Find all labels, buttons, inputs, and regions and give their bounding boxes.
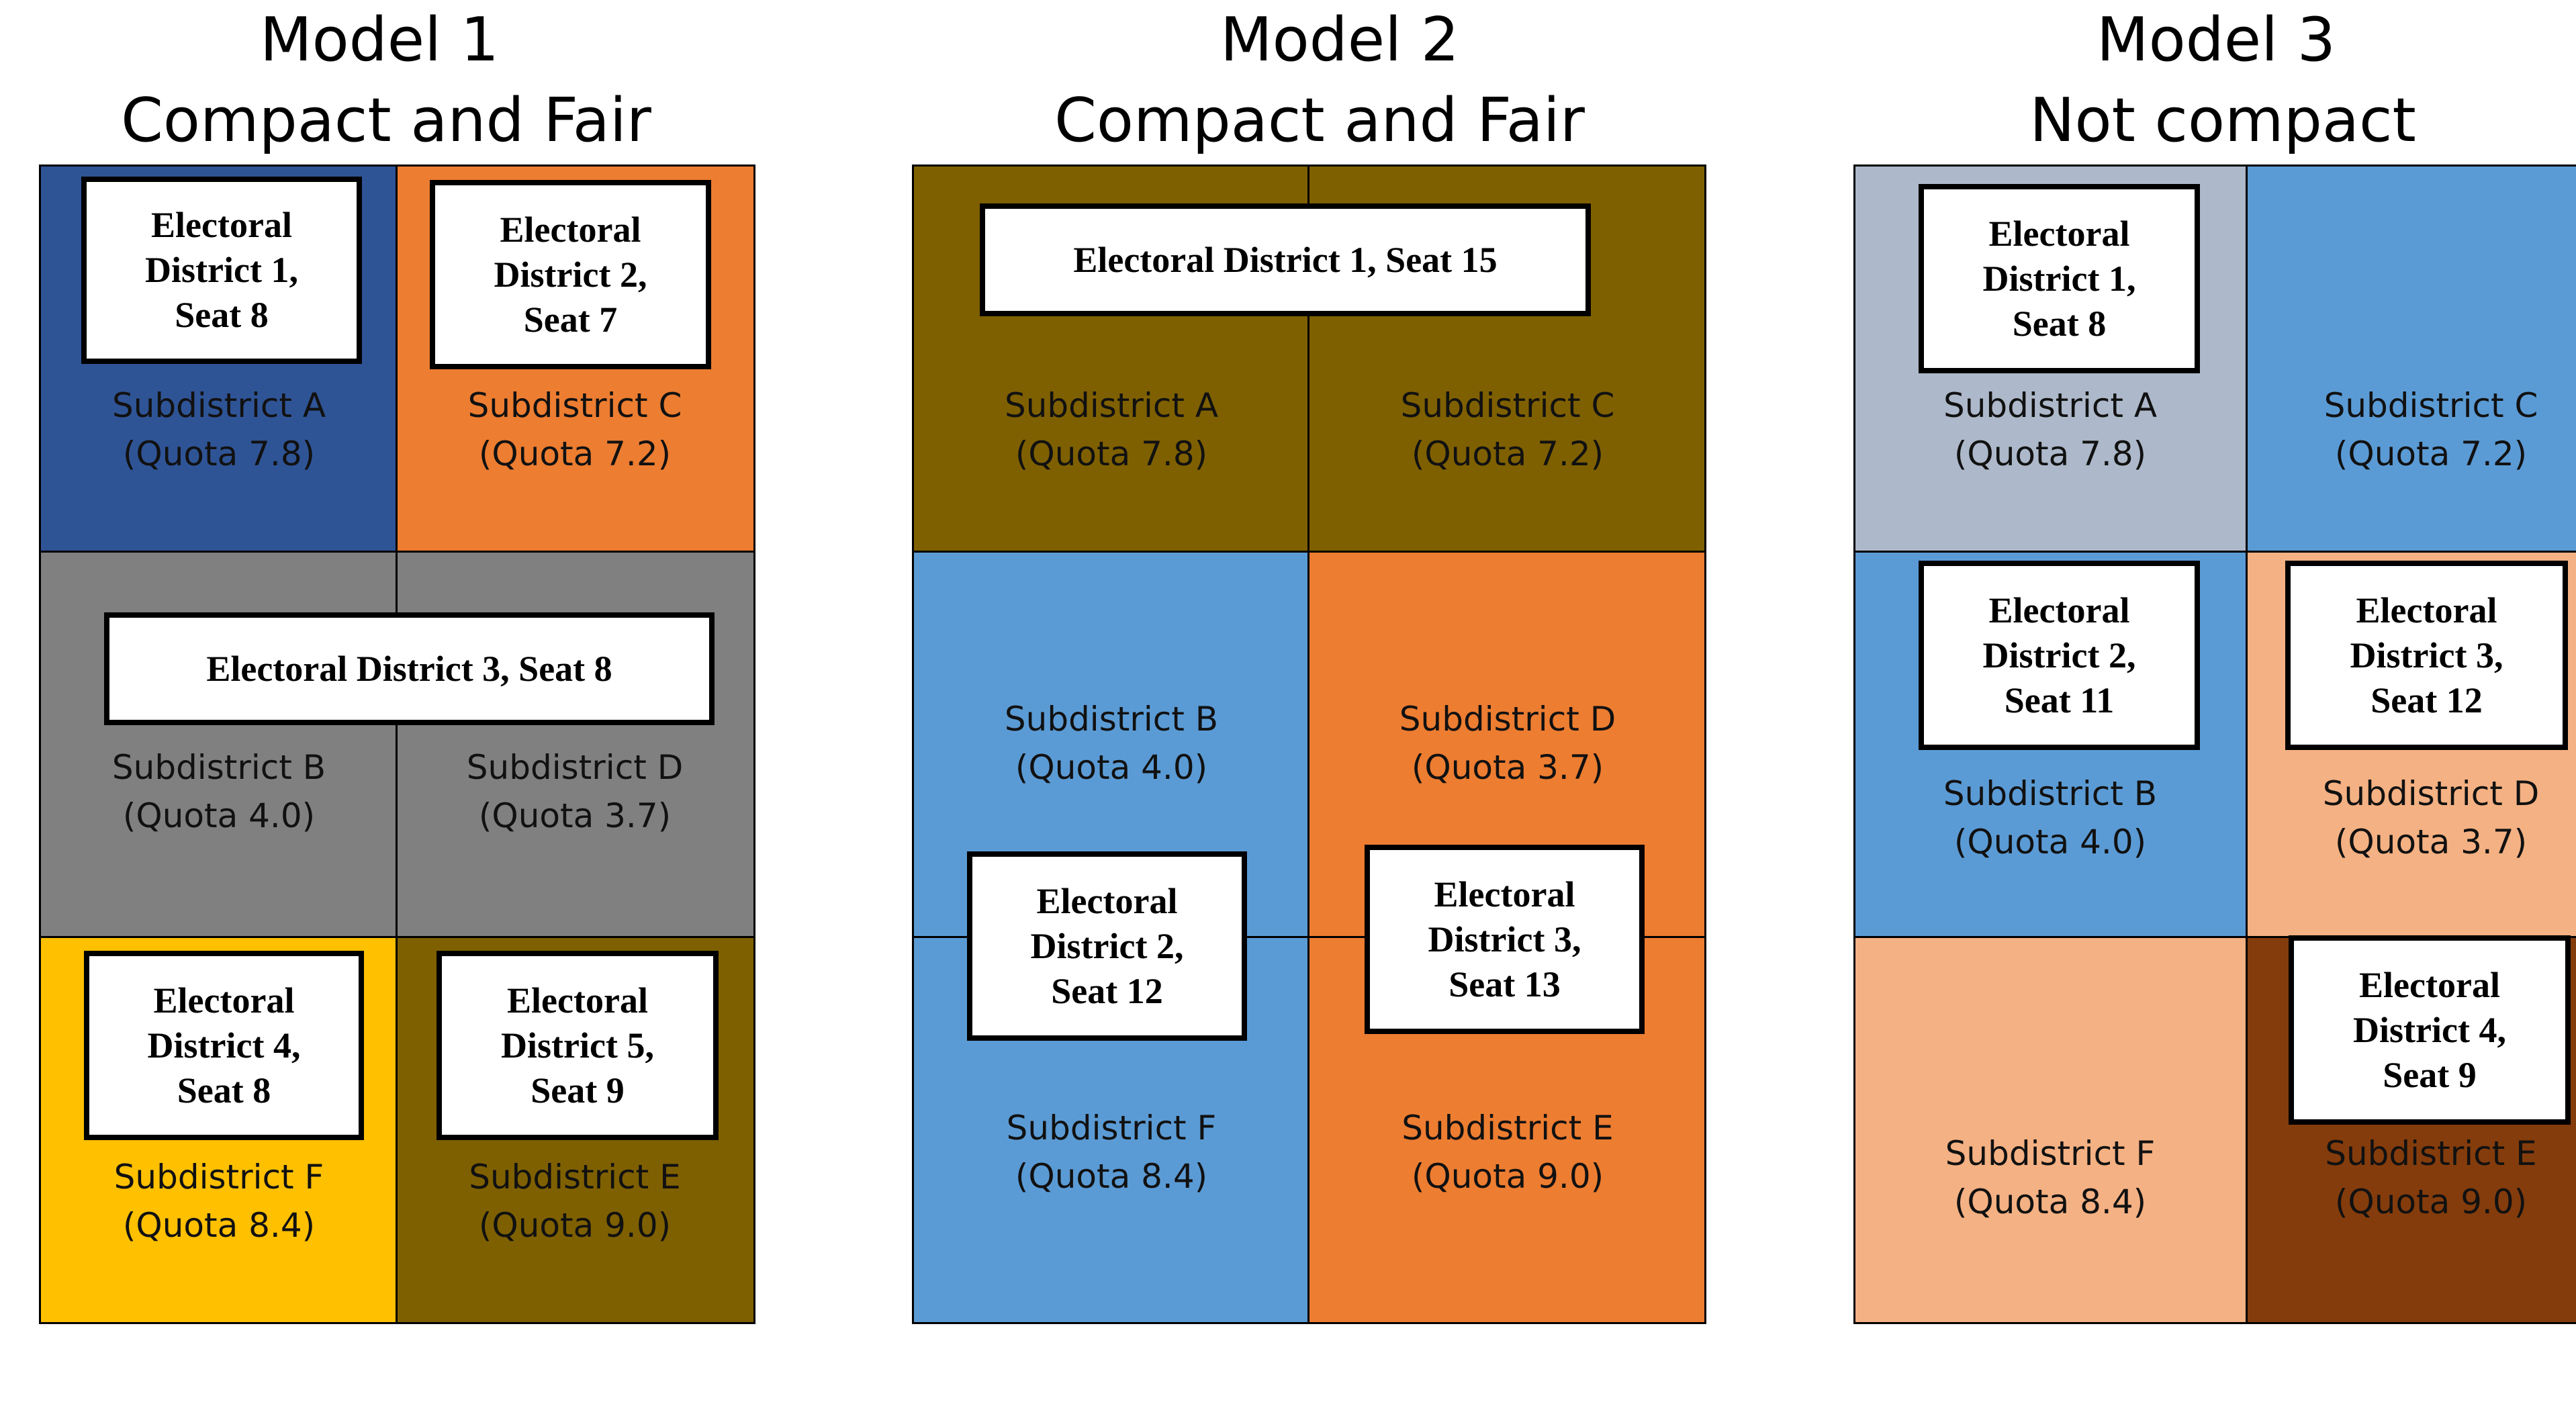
model-3-subdistrict-d-label: Subdistrict D(Quota 3.7) (2322, 774, 2540, 861)
model-1-subdistrict-f-label: Subdistrict F(Quota 8.4) (113, 1158, 324, 1245)
model-3-divider-v (2246, 167, 2248, 1322)
model-3-cell-f (1855, 937, 2247, 1322)
model-1-subdistrict-d-label: Subdistrict D(Quota 3.7) (466, 748, 684, 835)
model-3-subdistrict-b-label: Subdistrict B(Quota 4.0) (1943, 774, 2158, 861)
model-1-name: Model 1 (259, 5, 500, 75)
model-3-subdistrict-c-label: Subdistrict C(Quota 7.2) (2324, 386, 2538, 473)
model-1-subdistrict-e-label: Subdistrict E(Quota 9.0) (469, 1158, 681, 1245)
model-2-divider-h1 (914, 551, 1704, 553)
model-2-subdistrict-c-label: Subdistrict C(Quota 7.2) (1400, 386, 1615, 473)
model-1-title: Model 1 Compact and Fair (40, 0, 719, 161)
model-2-divider-h2 (914, 936, 1704, 938)
model-1-subdistrict-a-label: Subdistrict A(Quota 7.8) (111, 386, 326, 473)
model-2-map: Subdistrict A(Quota 7.8) Subdistrict C(Q… (912, 165, 1706, 1324)
model-3-cell-c (2247, 167, 2576, 552)
model-3-divider-h2 (1855, 936, 2576, 938)
model-1-subdistrict-b-label: Subdistrict B(Quota 4.0) (111, 748, 326, 835)
model-1-subtitle: Compact and Fair (121, 85, 651, 156)
model-1-divider-h1 (41, 551, 753, 553)
model-3-name: Model 3 (2096, 5, 2336, 75)
model-3-title: Model 3 Not compact (1874, 0, 2572, 161)
model-1-divider-h2 (41, 936, 753, 938)
model-2-subdistrict-e-label: Subdistrict E(Quota 9.0) (1401, 1109, 1614, 1196)
model-2-title: Model 2 Compact and Fair (960, 0, 1679, 161)
model-2-electoral-district-1: Electoral District 1, Seat 15 (980, 203, 1591, 316)
model-2-subdistrict-d-label: Subdistrict D(Quota 3.7) (1399, 700, 1616, 787)
model-2-subtitle: Compact and Fair (1054, 85, 1585, 156)
model-2-name: Model 2 (1220, 5, 1460, 75)
model-2-subdistrict-a-label: Subdistrict A(Quota 7.8) (1004, 386, 1219, 473)
model-1-divider-v (396, 167, 398, 1322)
model-3-divider-h1 (1855, 551, 2576, 553)
model-1-electoral-district-3: Electoral District 3, Seat 8 (104, 612, 715, 725)
model-3-subdistrict-a-label: Subdistrict A(Quota 7.8) (1943, 386, 2158, 473)
model-2-subdistrict-b-label: Subdistrict B(Quota 4.0) (1004, 700, 1219, 787)
model-2-divider-v (1307, 167, 1309, 1322)
model-3-map: Subdistrict A(Quota 7.8) Subdistrict C(Q… (1853, 165, 2576, 1324)
model-3-subdistrict-e-label: Subdistrict E(Quota 9.0) (2325, 1134, 2537, 1221)
model-3-subdistrict-f-label: Subdistrict F(Quota 8.4) (1945, 1134, 2156, 1221)
model-1-subdistrict-c-label: Subdistrict C(Quota 7.2) (467, 386, 682, 473)
model-3-subtitle: Not compact (2029, 85, 2416, 156)
model-2-subdistrict-f-label: Subdistrict F(Quota 8.4) (1006, 1109, 1217, 1196)
model-1-map: Subdistrict A(Quota 7.8) Subdistrict C(Q… (39, 165, 755, 1324)
